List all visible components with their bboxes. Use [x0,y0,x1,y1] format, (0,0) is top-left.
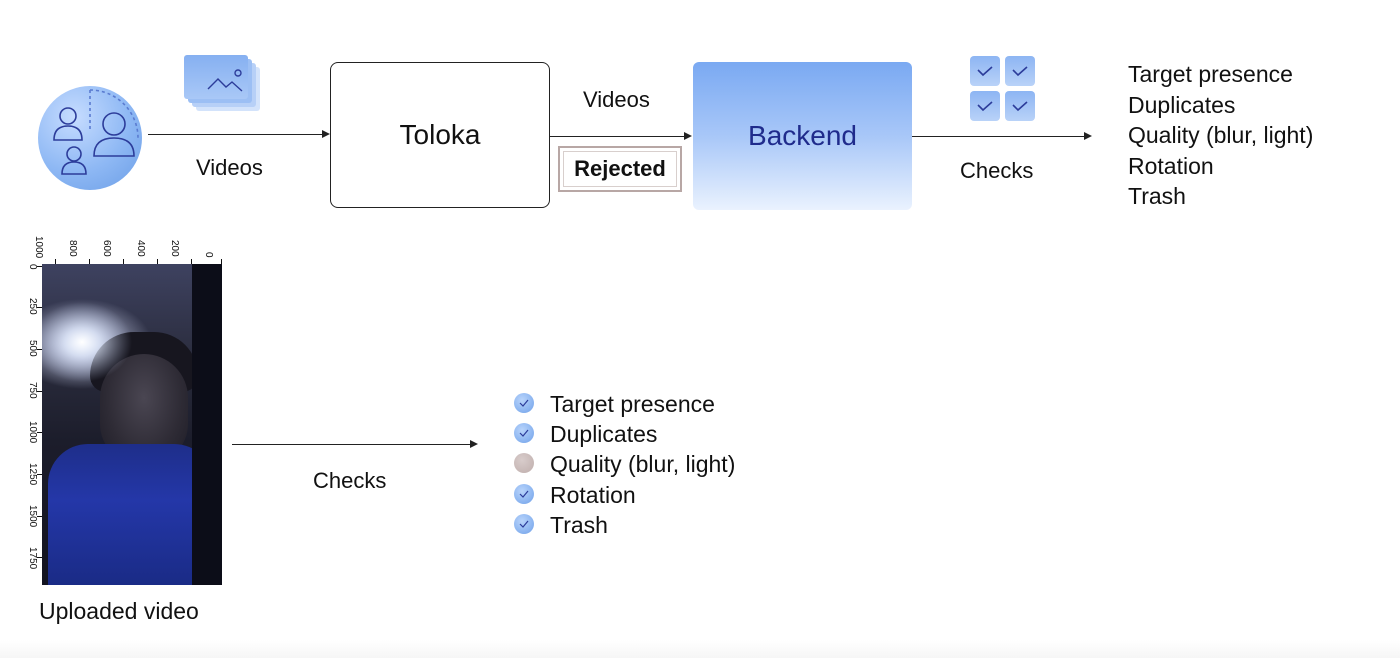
x-tick-label: 600 [101,240,112,257]
y-tick [37,474,42,475]
y-tick [37,307,42,308]
backend-box: Backend [693,62,912,210]
x-tick [89,259,90,264]
arrow-video-to-results [232,444,470,445]
arrow-label-checks-bottom: Checks [313,468,387,493]
result-item: Trash [550,512,608,538]
toloka-box: Toloka [330,62,550,208]
backend-label: Backend [748,120,857,151]
arrow-videos-to-toloka [148,134,324,135]
x-tick-label: 0 [203,252,214,258]
results-list: Target presence Duplicates Quality (blur… [512,391,832,543]
y-tick [37,266,42,267]
x-tick-label: 200 [169,240,180,257]
checkbox-grid-icon [970,56,1036,122]
arrow-toloka-to-backend [550,136,686,137]
arrow-head [684,132,692,140]
uploaded-video-frame [42,264,222,585]
check-item: Trash [1128,183,1186,209]
check-item: Target presence [1128,61,1293,87]
y-tick-label: 1750 [27,547,38,570]
check-item: Rotation [1128,152,1214,179]
x-tick [157,259,158,264]
y-tick [37,349,42,350]
result-item: Quality (blur, light) [550,451,736,477]
video-caption: Uploaded video [39,598,199,624]
result-item: Target presence [550,391,715,417]
x-tick [55,259,56,264]
checks-list: Target presence Duplicates Quality (blur… [1128,63,1313,216]
toloka-label: Toloka [399,119,481,150]
arrow-label-videos: Videos [196,155,263,180]
x-tick-label: 800 [67,240,78,257]
bottom-band [0,640,1400,658]
image-stack-icon [184,55,264,111]
check-item: Duplicates [1128,91,1236,118]
fail-bullet-icon [514,453,534,473]
x-tick [191,259,192,264]
arrow-label-checks: Checks [960,158,1034,183]
arrow-head [322,130,330,138]
result-item: Rotation [550,482,636,508]
check-bullet-icon [514,484,534,504]
people-icon [38,86,142,190]
check-bullet-icon [514,393,534,413]
x-tick-label: 1000 [33,236,44,259]
x-tick-label: 400 [135,240,146,257]
check-item: Quality (blur, light) [1128,122,1314,148]
check-bullet-icon [514,514,534,534]
y-tick [37,432,42,433]
arrow-head [470,440,478,448]
x-tick [221,259,222,264]
rejected-label: Rejected [574,156,666,181]
arrow-backend-to-checks [912,136,1086,137]
y-tick [37,516,42,517]
x-tick [123,259,124,264]
arrow-head [1084,132,1092,140]
arrow-label-videos-2: Videos [583,87,650,112]
y-tick [37,557,42,558]
y-tick [37,391,42,392]
check-bullet-icon [514,423,534,443]
result-item: Duplicates [550,421,658,447]
rejected-badge: Rejected [558,146,682,192]
